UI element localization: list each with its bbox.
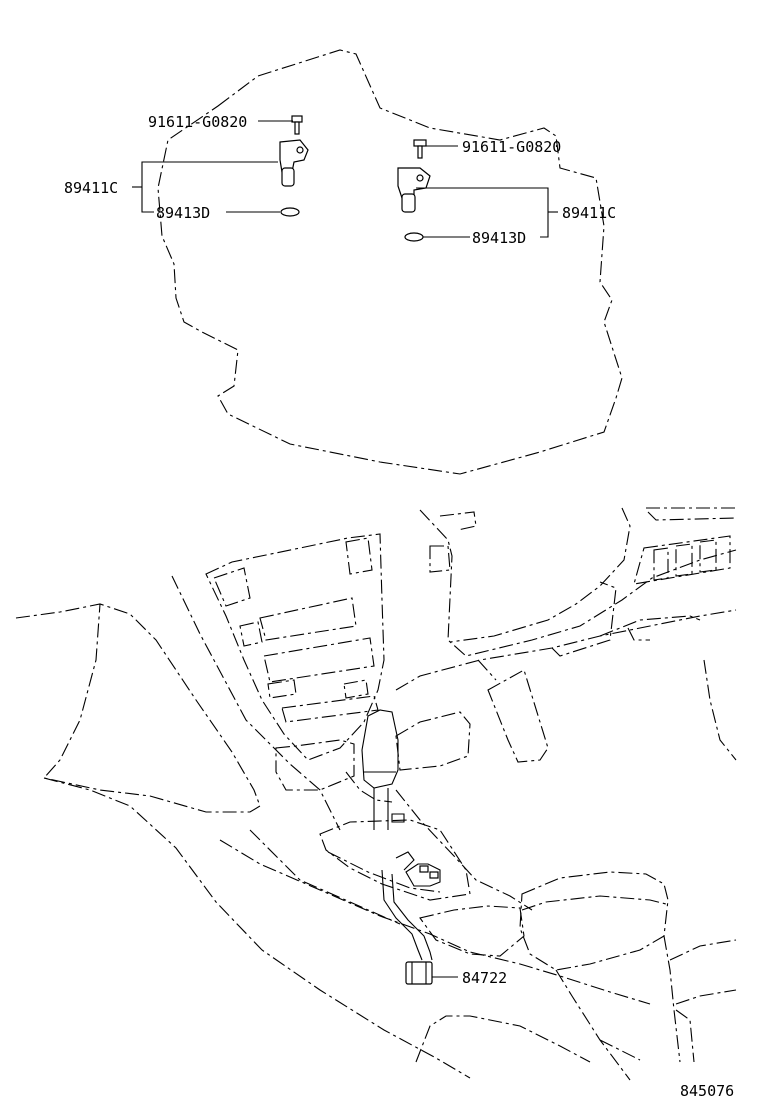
label-bolt-left: 91611-G0820 <box>148 113 247 131</box>
o-ring-left <box>280 207 300 217</box>
label-oring-left: 89413D <box>156 204 210 222</box>
o-ring-right <box>404 232 424 242</box>
label-bolt-right: 91611-G0820 <box>462 138 561 156</box>
bolt-left <box>291 115 303 135</box>
label-sensor-right: 89411C <box>562 204 616 222</box>
label-shift-sensor: 84722 <box>462 969 507 987</box>
leader-lines-right <box>416 145 558 238</box>
shift-position-sensor <box>381 851 441 961</box>
shift-lever <box>361 709 405 830</box>
speed-sensor-right <box>397 167 431 213</box>
figure-number: 845076 <box>680 1082 734 1100</box>
transmission-housing-outline <box>157 49 623 475</box>
leader-lines-left <box>132 120 293 213</box>
bolt-right <box>413 139 427 159</box>
connector-84722 <box>405 961 433 985</box>
interior-console-outline <box>15 507 738 1081</box>
label-sensor-left: 89411C <box>64 179 118 197</box>
label-oring-right: 89413D <box>472 229 526 247</box>
speed-sensor-left <box>279 139 309 187</box>
